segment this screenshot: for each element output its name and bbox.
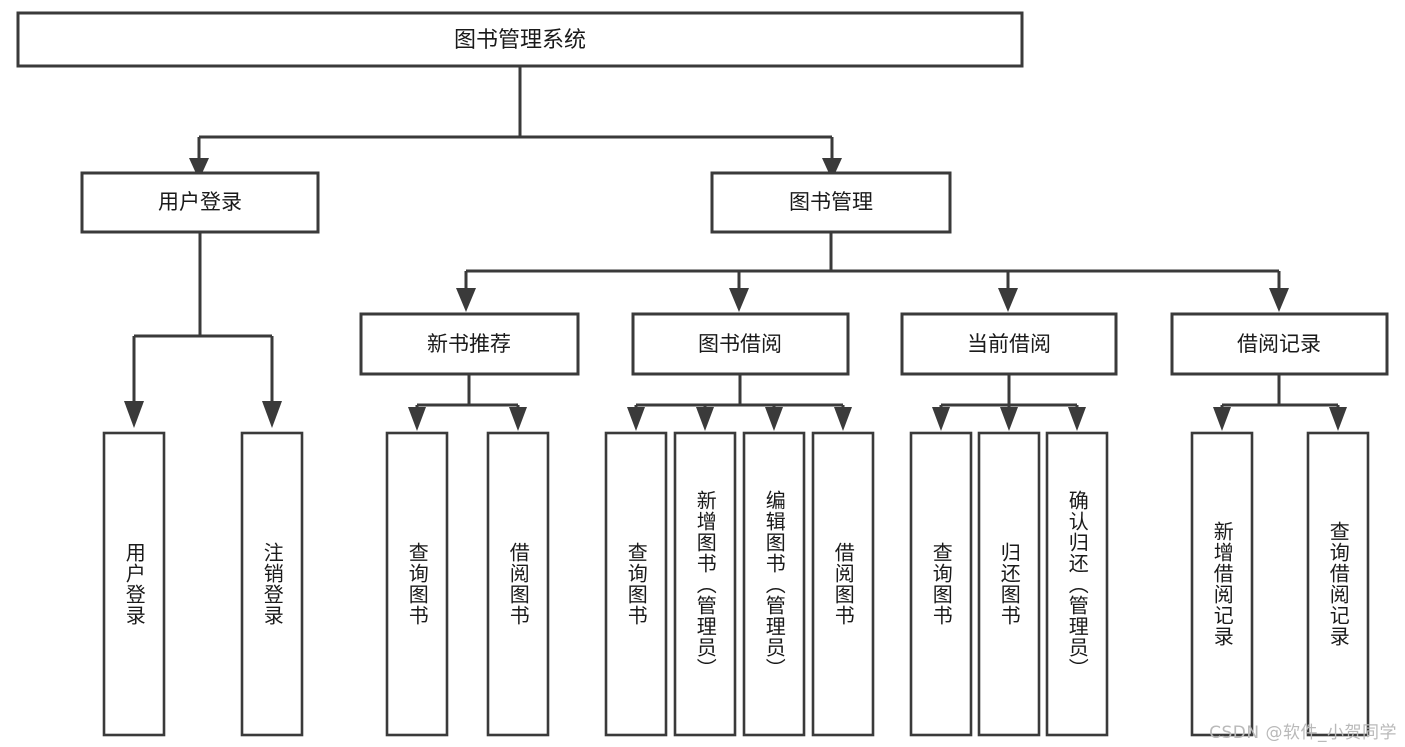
leaf-node-book-borrow-2-box <box>673 431 737 737</box>
leaf-node-current-borrow-2-box <box>977 431 1041 737</box>
node-new-book-recommend[interactable]: 新书推荐 <box>359 312 580 376</box>
leaf-node-new-book-2-box <box>486 431 550 737</box>
leaf-node-book-borrow-2[interactable] <box>673 431 737 737</box>
watermark-text: CSDN @软件_小贺同学 <box>1209 723 1397 743</box>
connector-borrow-record-to-leaves <box>1213 374 1347 431</box>
node-new-book-recommend-label: 新书推荐 <box>427 332 511 356</box>
connector-current-borrow-to-leaves <box>932 374 1086 431</box>
leaf-node-new-book-2[interactable] <box>486 431 550 737</box>
leaf-node-book-borrow-1-box <box>604 431 668 737</box>
leaf-node-current-borrow-2[interactable] <box>977 431 1041 737</box>
node-root-system[interactable]: 图书管理系统 <box>16 11 1024 68</box>
connector-book-management-to-level3 <box>456 232 1289 312</box>
leaf-node-current-borrow-1-box <box>909 431 973 737</box>
leaf-node-user-login-2-box <box>240 431 304 737</box>
connector-book-borrow-to-leaves <box>627 374 852 431</box>
node-user-login-box <box>80 171 320 234</box>
node-current-borrow-box <box>900 312 1118 376</box>
leaf-node-user-login-1-box <box>102 431 166 737</box>
leaf-node-current-borrow-1[interactable] <box>909 431 973 737</box>
node-borrow-record-label: 借阅记录 <box>1237 332 1321 356</box>
leaf-node-book-borrow-3-box <box>742 431 806 737</box>
node-book-borrow[interactable]: 图书借阅 <box>631 312 850 376</box>
node-root-system-label: 图书管理系统 <box>454 28 586 53</box>
leaf-node-user-login-2[interactable] <box>240 431 304 737</box>
leaf-node-user-login-1[interactable] <box>102 431 166 737</box>
node-book-management-label: 图书管理 <box>789 190 873 214</box>
leaf-node-current-borrow-3-box <box>1045 431 1109 737</box>
node-current-borrow[interactable]: 当前借阅 <box>900 312 1118 376</box>
leaf-node-new-book-1[interactable] <box>385 431 449 737</box>
leaf-node-borrow-record-1-box <box>1190 431 1254 737</box>
leaf-node-book-borrow-4-box <box>811 431 875 737</box>
node-current-borrow-label: 当前借阅 <box>967 332 1051 356</box>
node-user-login[interactable]: 用户登录 <box>80 171 320 234</box>
leaf-node-book-borrow-1[interactable] <box>604 431 668 737</box>
leaf-node-book-borrow-3[interactable] <box>742 431 806 737</box>
leaf-node-borrow-record-2-box <box>1306 431 1370 737</box>
node-user-login-label: 用户登录 <box>158 190 242 214</box>
connector-new-book-recommend-to-leaves <box>408 374 527 431</box>
node-new-book-recommend-box <box>359 312 580 376</box>
leaf-node-borrow-record-2[interactable] <box>1306 431 1370 737</box>
node-borrow-record[interactable]: 借阅记录 <box>1170 312 1389 376</box>
leaf-node-book-borrow-4[interactable] <box>811 431 875 737</box>
leaf-node-borrow-record-1[interactable] <box>1190 431 1254 737</box>
node-root-system-box <box>16 11 1024 68</box>
node-book-management[interactable]: 图书管理 <box>710 171 952 234</box>
leaf-node-current-borrow-3[interactable] <box>1045 431 1109 737</box>
node-book-borrow-label: 图书借阅 <box>698 332 782 356</box>
connector-user-login-to-leaves <box>124 232 282 428</box>
connector-root-to-level2 <box>189 66 842 180</box>
leaf-node-new-book-1-box <box>385 431 449 737</box>
